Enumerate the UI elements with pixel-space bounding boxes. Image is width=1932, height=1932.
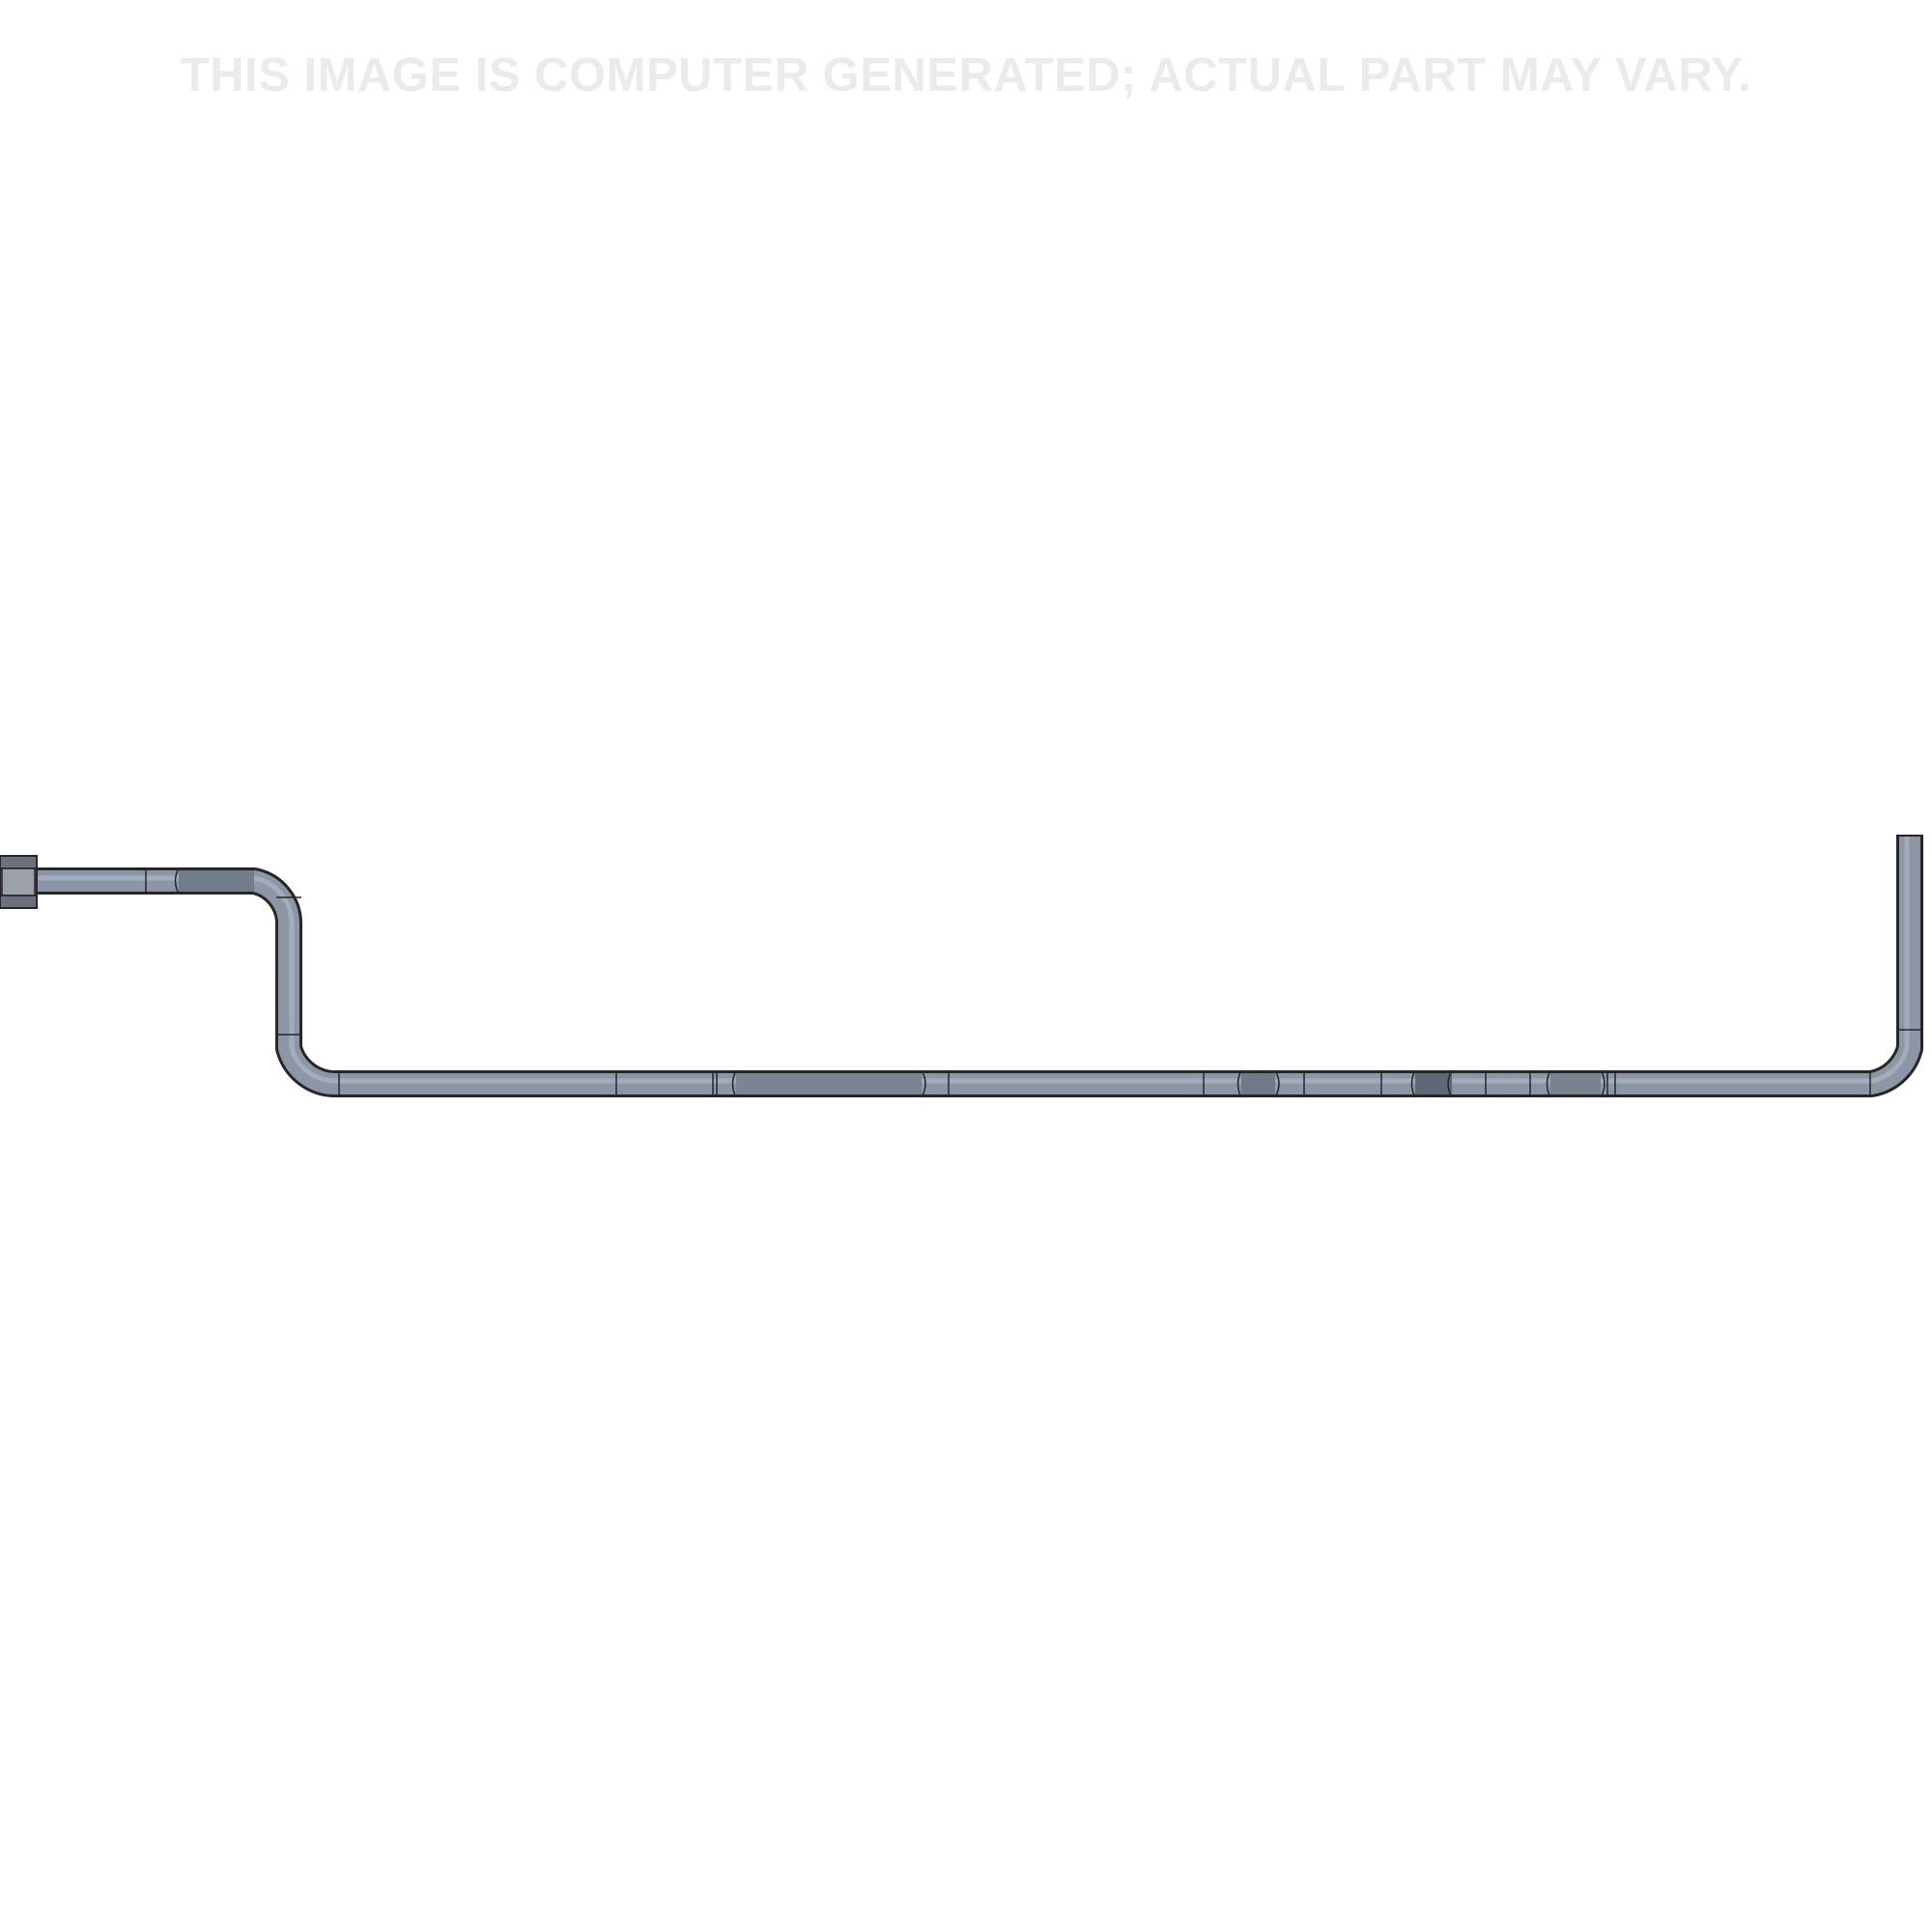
sleeve-right: [1415, 1073, 1452, 1094]
sleeve-center-left: [736, 1073, 922, 1094]
tube-seams: [145, 867, 1923, 1098]
tube-body: [37, 836, 1920, 1094]
hex-fitting: [0, 855, 38, 909]
computer-generated-disclaimer: THIS IMAGE IS COMPUTER GENERATED; ACTUAL…: [180, 49, 1752, 101]
tube-sleeves: [179, 870, 1601, 1094]
hex-fitting-flat: [1, 867, 36, 896]
tube-highlight: [37, 836, 1910, 1084]
sleeve-far-right: [1550, 1073, 1601, 1094]
sleeve-left: [179, 870, 254, 892]
sleeve-center-right: [1241, 1073, 1275, 1094]
tube-outline: [37, 836, 1923, 1097]
